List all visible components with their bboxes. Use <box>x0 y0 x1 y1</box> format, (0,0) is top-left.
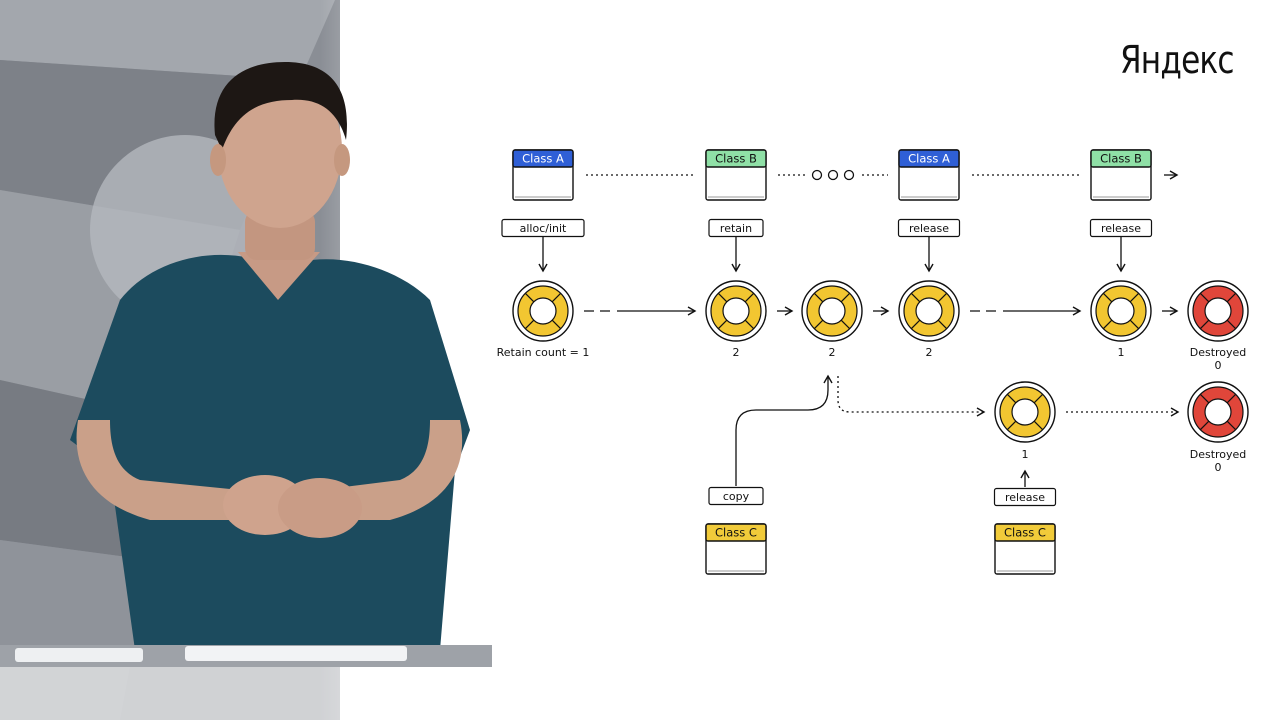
retain-count-label: 1 <box>1118 346 1125 359</box>
retain-count-label: 2 <box>829 346 836 359</box>
retain-ring-alive: 2 <box>705 280 767 359</box>
retain-count-label: Retain count = 1 <box>497 346 590 359</box>
action-label: retain <box>720 222 752 235</box>
retain-count-label: 1 <box>1022 448 1029 461</box>
action-label: alloc/init <box>520 222 567 235</box>
class-box-class-b: Class B <box>705 149 767 201</box>
action-alloc-init: alloc/init <box>501 218 585 238</box>
class-box-label: Class A <box>522 152 564 166</box>
retain-ring-alive: 2 <box>898 280 960 359</box>
presenter <box>70 62 470 650</box>
retain-count-value: 0 <box>1215 461 1222 474</box>
yandex-logo: Яндекс <box>1120 38 1235 82</box>
class-box-class-b: Class B <box>1090 149 1152 201</box>
class-box-label: Class A <box>908 152 950 166</box>
keyboard <box>185 646 407 661</box>
class-box-label: Class C <box>1004 526 1046 540</box>
class-box-label: Class C <box>715 526 757 540</box>
action-label: copy <box>723 490 750 503</box>
retain-ring-alive: 2 <box>801 280 863 359</box>
action-label: release <box>1101 222 1141 235</box>
class-box-class-c: Class C <box>705 523 767 575</box>
class-box-label: Class B <box>1100 152 1142 166</box>
action-label: release <box>909 222 949 235</box>
connectors <box>538 170 1180 487</box>
action-retain: retain <box>708 218 764 238</box>
action-release: release <box>1089 218 1153 238</box>
class-box-class-c: Class C <box>994 523 1056 575</box>
retain-count-label: Destroyed <box>1190 448 1247 461</box>
trackpad <box>15 648 143 662</box>
action-copy: copy <box>708 486 764 506</box>
action-label: release <box>1005 491 1045 504</box>
retain-ring-alive: Retain count = 1 <box>497 280 590 359</box>
retain-count-value: 0 <box>1215 359 1222 372</box>
action-release: release <box>993 487 1057 507</box>
retain-ring-alive: 1 <box>994 381 1056 461</box>
class-box-class-a: Class A <box>898 149 960 201</box>
class-box-class-a: Class A <box>512 149 574 201</box>
class-box-label: Class B <box>715 152 757 166</box>
retain-count-label: Destroyed <box>1190 346 1247 359</box>
action-release: release <box>897 218 961 238</box>
ellipsis-icon <box>811 169 855 181</box>
retain-count-label: 2 <box>733 346 740 359</box>
retain-count-label: 2 <box>926 346 933 359</box>
retain-ring-alive: 1 <box>1090 280 1152 359</box>
